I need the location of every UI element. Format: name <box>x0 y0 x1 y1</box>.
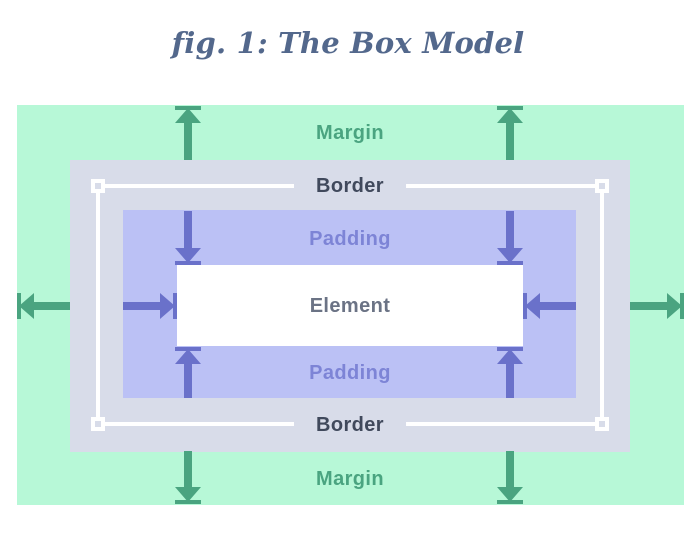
corner-marker-icon <box>91 417 105 431</box>
margin-arrow-down-icon <box>175 451 201 504</box>
element-box: Element <box>177 265 523 346</box>
arrow-shaft <box>506 211 514 251</box>
arrow-end-cap <box>680 293 684 319</box>
border-label-top: Border <box>294 172 406 200</box>
arrow-shaft <box>184 361 192 398</box>
padding-arrow-down-icon <box>175 211 201 265</box>
corner-marker-icon <box>91 179 105 193</box>
arrow-head <box>175 108 201 123</box>
margin-label-bottom: Margin <box>316 468 384 490</box>
arrow-shaft <box>123 302 163 310</box>
arrow-end-cap <box>173 293 177 319</box>
arrow-shaft <box>506 451 514 490</box>
arrow-end-cap <box>175 500 201 504</box>
padding-arrow-right-icon <box>123 293 177 319</box>
arrow-head <box>160 293 175 319</box>
arrow-head <box>497 487 523 502</box>
corner-marker-icon <box>595 179 609 193</box>
arrow-head <box>175 487 201 502</box>
padding-arrow-down-icon <box>497 211 523 265</box>
margin-arrow-up-icon <box>175 106 201 160</box>
arrow-shaft <box>31 302 70 310</box>
padding-arrow-up-icon <box>175 347 201 398</box>
margin-arrow-up-icon <box>497 106 523 160</box>
arrow-shaft <box>184 451 192 490</box>
arrow-shaft <box>630 302 670 310</box>
margin-label-top: Margin <box>316 122 384 144</box>
border-label-bottom: Border <box>294 411 406 439</box>
arrow-end-cap <box>497 261 523 265</box>
arrow-shaft <box>184 211 192 251</box>
corner-marker-icon <box>595 417 609 431</box>
element-label: Element <box>309 294 391 317</box>
arrow-head <box>525 293 540 319</box>
arrow-head <box>667 293 682 319</box>
arrow-shaft <box>537 302 576 310</box>
arrow-end-cap <box>175 261 201 265</box>
arrow-head <box>19 293 34 319</box>
margin-arrow-down-icon <box>497 451 523 504</box>
padding-arrow-left-icon <box>523 293 576 319</box>
arrow-head <box>497 108 523 123</box>
arrow-head <box>497 248 523 263</box>
arrow-shaft <box>184 120 192 160</box>
arrow-shaft <box>506 361 514 398</box>
padding-arrow-up-icon <box>497 347 523 398</box>
padding-label-bottom: Padding <box>309 362 391 384</box>
arrow-shaft <box>506 120 514 160</box>
figure-title: fig. 1: The Box Model <box>171 26 525 60</box>
margin-arrow-right-icon <box>630 293 684 319</box>
arrow-head <box>175 349 201 364</box>
arrow-head <box>175 248 201 263</box>
margin-arrow-left-icon <box>17 293 70 319</box>
arrow-head <box>497 349 523 364</box>
arrow-end-cap <box>497 500 523 504</box>
padding-label-top: Padding <box>309 228 391 250</box>
